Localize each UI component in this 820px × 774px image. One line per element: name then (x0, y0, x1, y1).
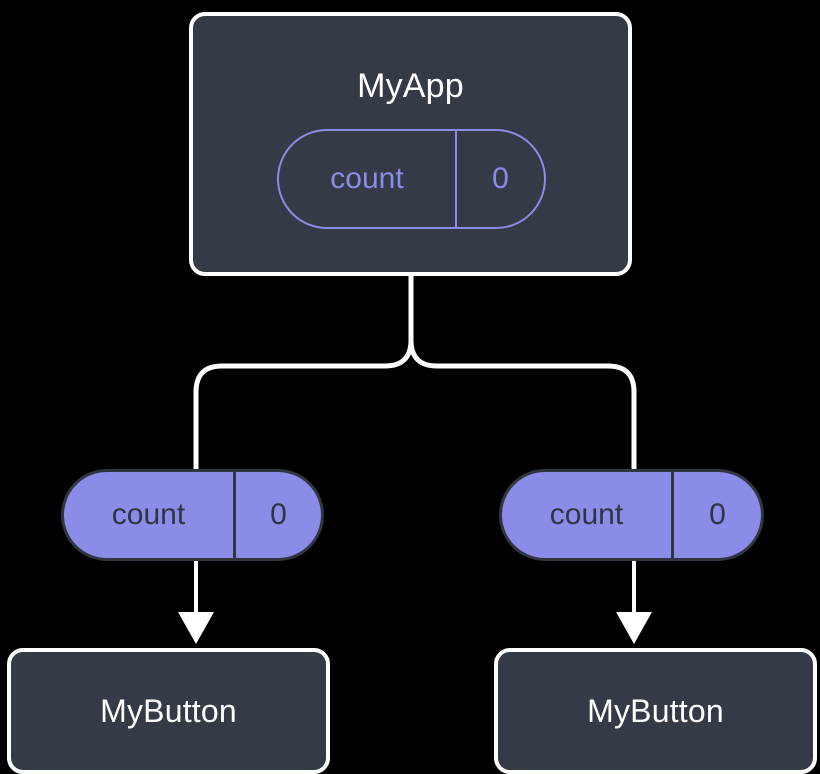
arrowhead-right (616, 612, 652, 644)
branch-path-right (408, 271, 637, 503)
branch-path-left (193, 271, 414, 503)
prop-arrow-right (616, 560, 652, 644)
prop-pill-value: 0 (671, 472, 761, 558)
state-pill-key: count (330, 162, 404, 195)
component-label-myapp: MyApp (357, 67, 464, 105)
state-pill-value: 0 (455, 131, 544, 227)
component-label-mybutton-left: MyButton (100, 692, 237, 729)
prop-pill-key: count (111, 498, 186, 531)
component-label-mybutton-right: MyButton (587, 692, 724, 729)
component-node-mybutton-right[interactable]: MyButton (494, 648, 817, 774)
prop-pill-key: count (549, 498, 624, 531)
prop-arrow-left (178, 560, 214, 644)
state-pill-myapp-count[interactable]: count 0 (277, 129, 546, 229)
component-node-mybutton-left[interactable]: MyButton (7, 648, 330, 774)
prop-pill-right-count[interactable]: count 0 (499, 469, 764, 561)
prop-pill-left-count[interactable]: count 0 (61, 469, 324, 561)
prop-pill-value: 0 (233, 472, 321, 558)
arrowhead-left (178, 612, 214, 644)
